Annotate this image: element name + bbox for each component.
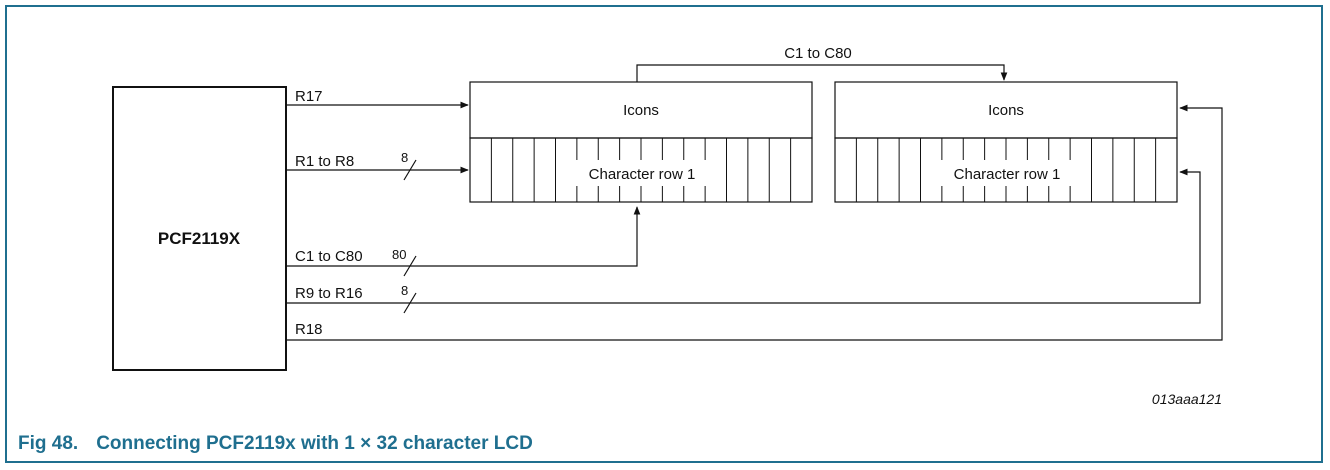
r9-r16-line	[286, 168, 1201, 304]
figure-number: Fig 48.	[18, 433, 79, 454]
display-2-row-label: Character row 1	[954, 166, 1061, 183]
c1-c80-bus-slash	[403, 255, 417, 277]
r9-r16-bus-width: 8	[401, 283, 408, 298]
top-bus-label: C1 to C80	[784, 45, 852, 62]
figure-caption: Fig 48. Connecting PCF2119x with 1 × 32 c…	[18, 433, 533, 455]
r17-label: R17	[295, 88, 323, 105]
c1-c80-label: C1 to C80	[295, 248, 363, 265]
chip-block	[112, 86, 287, 371]
figure-frame	[5, 5, 1323, 463]
c1-c80-line	[286, 206, 641, 267]
chip-label: PCF2119X	[158, 229, 241, 248]
figure-caption-text: Connecting PCF2119x with 1 × 32 characte…	[96, 433, 533, 454]
display-2: Icons Character row 1	[834, 81, 1178, 203]
display-1-row-label-bg	[572, 160, 712, 186]
display-1-row-label: Character row 1	[589, 166, 696, 183]
figure-identifier: 013aaa121	[1152, 391, 1222, 407]
r1-r8-label: R1 to R8	[295, 153, 354, 170]
r9-r16-bus-slash	[403, 292, 417, 314]
display-2-icons-label: Icons	[988, 102, 1024, 119]
top-bus-line	[636, 64, 1008, 82]
r9-r16-label: R9 to R16	[295, 285, 363, 302]
r1-r8-bus-width: 8	[401, 150, 408, 165]
r18-label: R18	[295, 321, 323, 338]
r1-r8-bus-slash	[403, 159, 417, 181]
display-1: Icons Character row 1	[469, 81, 813, 203]
display-1-icons-label: Icons	[623, 102, 659, 119]
display-2-row-label-bg	[937, 160, 1077, 186]
c1-c80-bus-width: 80	[392, 247, 406, 262]
r18-line	[286, 104, 1223, 341]
